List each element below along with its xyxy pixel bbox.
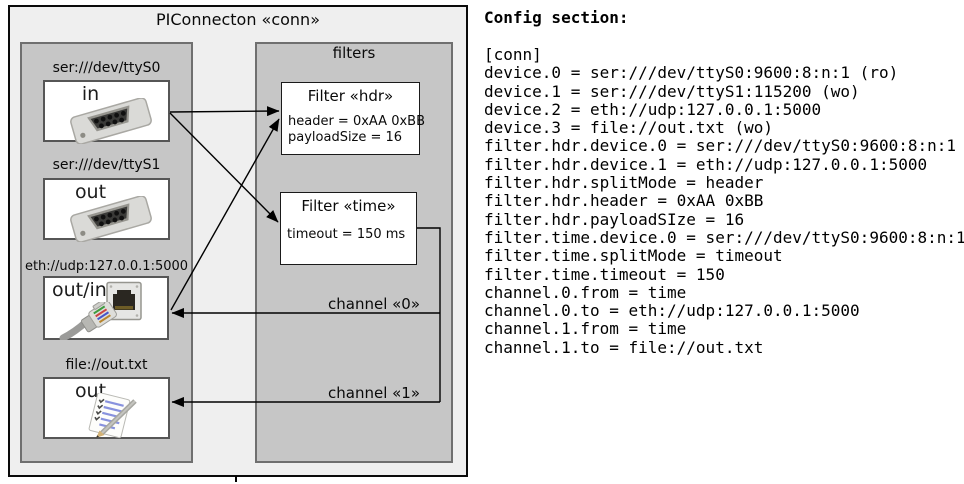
db9-serial-connector-icon	[70, 98, 152, 144]
diagram-title: PIConnecton «conn»	[156, 10, 320, 29]
rj45-plug-cable-icon	[59, 302, 117, 340]
config-line: [conn]	[484, 45, 542, 64]
config-line: filter.hdr.device.0 = ser:///dev/ttyS0:9…	[484, 136, 957, 156]
filters-panel-label: filters	[332, 44, 376, 62]
config-line: channel.1.to = file://out.txt	[484, 337, 764, 357]
device-label-file: file://out.txt	[65, 357, 148, 373]
config-heading: Config section:	[484, 8, 629, 27]
device-label-eth: eth://udp:127.0.0.1:5000	[24, 259, 189, 274]
filter-prop-header: header = 0xAA 0xBB	[288, 114, 426, 129]
config-listing: [conn] device.0 = ser:///dev/ttyS0:9600:…	[484, 45, 964, 357]
config-line: channel.0.from = time	[484, 282, 687, 302]
config-line: filter.hdr.header = 0xAA 0xBB	[484, 191, 764, 211]
rj45-ethernet-icon	[106, 281, 142, 321]
config-line: filter.hdr.splitMode = header	[484, 173, 764, 193]
device-box-eth: out/in	[43, 276, 169, 340]
config-line: filter.time.device.0 = ser:///dev/ttyS0:…	[484, 227, 964, 247]
config-line: device.1 = ser:///dev/ttyS1:115200 (wo)	[484, 81, 860, 101]
filter-box-time: Filter «time» timeout = 150 ms	[280, 192, 417, 265]
filter-prop-timeout: timeout = 150 ms	[287, 227, 406, 242]
device-box-ttys0: in	[43, 80, 170, 144]
config-line: filter.time.splitMode = timeout	[484, 246, 783, 266]
config-line: filter.hdr.payloadSIze = 16	[484, 209, 745, 229]
config-line: channel.0.to = eth://udp:127.0.0.1:5000	[484, 301, 860, 321]
device-label-ttys0: ser:///dev/ttyS0	[52, 60, 161, 76]
config-line: device.2 = eth://udp:127.0.0.1:5000	[484, 99, 822, 119]
config-line: device.3 = file://out.txt (wo)	[484, 118, 773, 138]
device-label-ttys1: ser:///dev/ttyS1	[52, 157, 161, 173]
config-line: channel.1.from = time	[484, 319, 687, 339]
device-port-label: in	[81, 83, 100, 105]
config-line: filter.hdr.device.1 = eth://udp:127.0.0.…	[484, 154, 928, 174]
db9-serial-connector-icon	[70, 196, 152, 242]
device-box-file: out	[43, 377, 170, 439]
filter-title: Filter «time»	[301, 197, 396, 215]
config-line: device.0 = ser:///dev/ttyS0:9600:8:n:1 (…	[484, 63, 899, 83]
notepad-pencil-icon	[88, 393, 137, 439]
device-port-label: out/in	[52, 279, 107, 301]
channel-0-label: channel «0»	[328, 295, 421, 313]
config-line: filter.time.timeout = 150	[484, 264, 725, 284]
device-port-label: out	[74, 181, 107, 203]
filter-box-hdr: Filter «hdr» header = 0xAA 0xBB payloadS…	[281, 82, 425, 155]
device-box-ttys1: out	[43, 178, 170, 242]
filter-title: Filter «hdr»	[307, 87, 394, 105]
filter-prop-payloadsize: payloadSize = 16	[288, 130, 403, 145]
channel-1-label: channel «1»	[328, 384, 421, 402]
